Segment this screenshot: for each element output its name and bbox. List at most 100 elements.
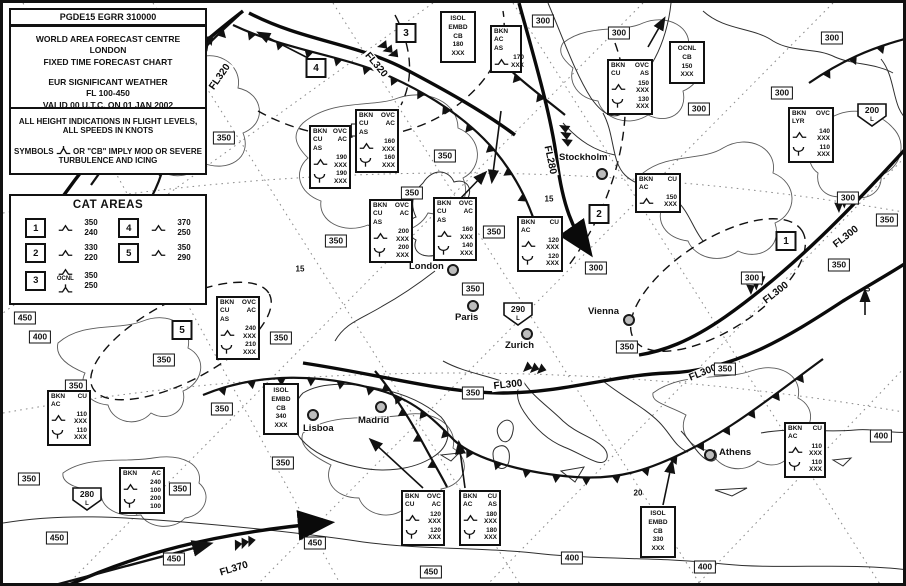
cloud-code: CU: [549, 219, 559, 226]
cloud-code: BKN: [373, 202, 388, 209]
tropopause-height-label: 400: [28, 330, 52, 344]
tropopause-height-label: 300: [531, 14, 555, 28]
cb-line: 330: [652, 536, 664, 544]
front-barb: [217, 386, 227, 396]
cat-area-number: 2: [25, 243, 47, 263]
cloud-amount-row: AC: [639, 184, 677, 192]
cloud-code: OVC: [394, 202, 409, 209]
base-level: XXX: [459, 233, 473, 241]
turbulence-icon: [788, 446, 803, 454]
cloud-code: AC: [494, 36, 504, 44]
cloud-code: BKN: [611, 62, 626, 69]
tropopause-height-label: 350: [152, 353, 176, 367]
cloud-code: BKN: [792, 110, 807, 117]
cloud-code: OVC: [241, 299, 256, 306]
front-barb: [822, 69, 831, 79]
base-level: XXX: [427, 534, 441, 542]
city-label: Madrid: [358, 415, 390, 426]
tropopause-low-marker: 280 L: [72, 487, 102, 511]
base-level: XXX: [663, 201, 677, 209]
turbulence-icon: [359, 142, 374, 149]
base-level: 100: [150, 502, 161, 510]
tropopause-low-marker: 290 L: [503, 302, 533, 326]
cat-area-id-box: 3: [395, 23, 417, 43]
icing-icon: [611, 99, 624, 108]
cat-area-id-box: 4: [305, 58, 327, 78]
base-level: XXX: [808, 450, 822, 458]
cloud-code: BKN: [123, 470, 138, 477]
top-level: 140: [819, 127, 830, 135]
tropopause-height-label: 350: [269, 331, 293, 345]
tropopause-height-label: 350: [461, 386, 485, 400]
top-level: 210: [245, 341, 256, 349]
turbulence-icon: [437, 230, 452, 237]
base-level: XXX: [808, 466, 822, 474]
wind-pennant-cluster: [234, 535, 256, 551]
cat-area-id-box: 5: [171, 320, 193, 340]
cat-top-level: 350: [84, 218, 98, 228]
city-label: London: [409, 261, 444, 272]
front-barb: [247, 31, 257, 41]
icing-icon: [51, 430, 64, 439]
city-label: Vienna: [588, 306, 619, 317]
top-level: 240: [150, 479, 161, 487]
base-level: XXX: [242, 348, 256, 356]
cloud-code: CU: [220, 307, 230, 315]
cloud-amount-row: AC: [521, 227, 559, 235]
cb-line: CB: [653, 527, 663, 535]
cloud-amount-row: AS: [437, 217, 473, 225]
cloud-code: CU: [487, 493, 497, 500]
front-barb: [336, 380, 346, 390]
cat-area-number: 1: [25, 218, 47, 238]
front-barb: [696, 441, 704, 452]
cloud-code: BKN: [220, 299, 235, 306]
top-level: 120: [548, 236, 559, 244]
top-level: 150: [638, 79, 649, 87]
top-level: 130: [638, 95, 649, 103]
front-barb: [503, 167, 513, 176]
tropopause-height-label: 350: [827, 258, 851, 272]
top-level: 170: [513, 54, 525, 62]
tropopause-low-marker: 200 L: [857, 103, 887, 127]
front-barb: [417, 90, 426, 100]
top-level: 160: [384, 138, 395, 146]
front-barb: [552, 474, 561, 484]
turbulence-icon: [463, 514, 478, 522]
cloud-code: AC: [246, 307, 256, 315]
tropopause-height-label: 400: [869, 429, 893, 443]
title-line: WORLD AREA FORECAST CENTRE: [35, 33, 181, 44]
cloud-code: AC: [385, 120, 395, 128]
cb-line: EMBD: [271, 395, 291, 403]
cat-area-symbol: [144, 224, 172, 232]
cloud-code: CU: [373, 210, 383, 218]
cb-line: EMBD: [648, 518, 668, 526]
wind-pennant-cluster: [377, 40, 399, 58]
pointer-arrows: [57, 16, 871, 583]
front-barb: [747, 409, 756, 419]
top-level: 110: [819, 143, 831, 151]
cat-area-number: 5: [118, 243, 140, 263]
cloud-code: AS: [437, 216, 447, 224]
city-dot: [467, 300, 479, 312]
